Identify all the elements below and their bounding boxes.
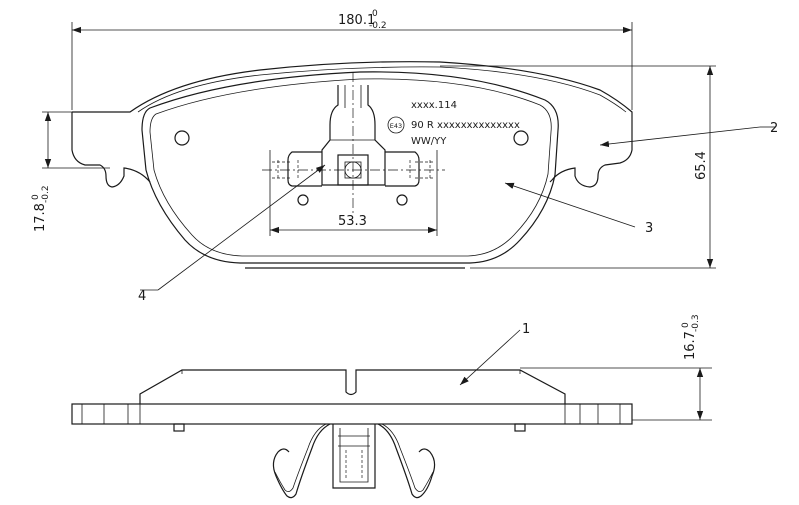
backplate-height-lower-tol: -0.2	[41, 185, 51, 203]
lining-offset-line	[149, 78, 552, 257]
callout-4-label: 4	[138, 289, 146, 304]
marking-line1: xxxx.114	[411, 100, 457, 111]
thickness-value: 16.7	[683, 331, 698, 360]
callout-2: 2	[599, 121, 778, 148]
marking-line2: 90 R xxxxxxxxxxxxxx	[411, 120, 520, 131]
side-view	[71, 369, 633, 499]
side-spring-clip	[272, 423, 436, 499]
rivet-hole-left	[174, 130, 190, 146]
friction-lining-outline	[141, 71, 559, 264]
callout-3-label: 3	[645, 221, 653, 236]
approval-mark-circle	[387, 116, 405, 134]
side-backing-plate	[71, 403, 633, 425]
callout-4: 4	[138, 164, 326, 304]
dimension-thickness: 16.7 0 -0.3	[520, 314, 712, 421]
thickness-upper-tol: 0	[681, 322, 691, 328]
backing-plate-top-edge	[137, 66, 627, 113]
backing-plate-outline	[71, 61, 633, 269]
approval-mark: E43	[390, 122, 402, 130]
hole-spacing-value: 53.3	[338, 214, 367, 229]
dimension-hole-spacing: 53.3	[269, 150, 438, 236]
overall-width-lower-tol: -0.2	[369, 21, 387, 31]
side-lining-outline	[139, 369, 566, 404]
callout-2-label: 2	[770, 121, 778, 136]
rivet-hole-right	[513, 130, 529, 146]
backplate-height-upper-tol: 0	[31, 194, 41, 200]
backplate-height-value: 17.8	[33, 203, 48, 232]
callout-1: 1	[459, 322, 530, 386]
pin-hole-right	[396, 194, 408, 206]
callout-1-label: 1	[522, 322, 530, 337]
dimension-height: 65.4	[440, 65, 716, 269]
top-view: xxxx.114 E43 90 R xxxxxxxxxxxxxx WW/YY	[71, 61, 633, 269]
callout-3: 3	[504, 182, 653, 236]
pin-hole-left	[297, 194, 309, 206]
dimension-backplate-height: 17.8 0 -0.2	[31, 111, 110, 232]
overall-width-value: 180.1	[338, 13, 375, 28]
thickness-lower-tol: -0.3	[691, 314, 701, 332]
marking-line3: WW/YY	[411, 136, 447, 147]
overall-width-upper-tol: 0	[372, 9, 378, 19]
dimension-overall-width: 180.1 0 -0.2	[71, 9, 633, 110]
height-value: 65.4	[694, 151, 709, 180]
